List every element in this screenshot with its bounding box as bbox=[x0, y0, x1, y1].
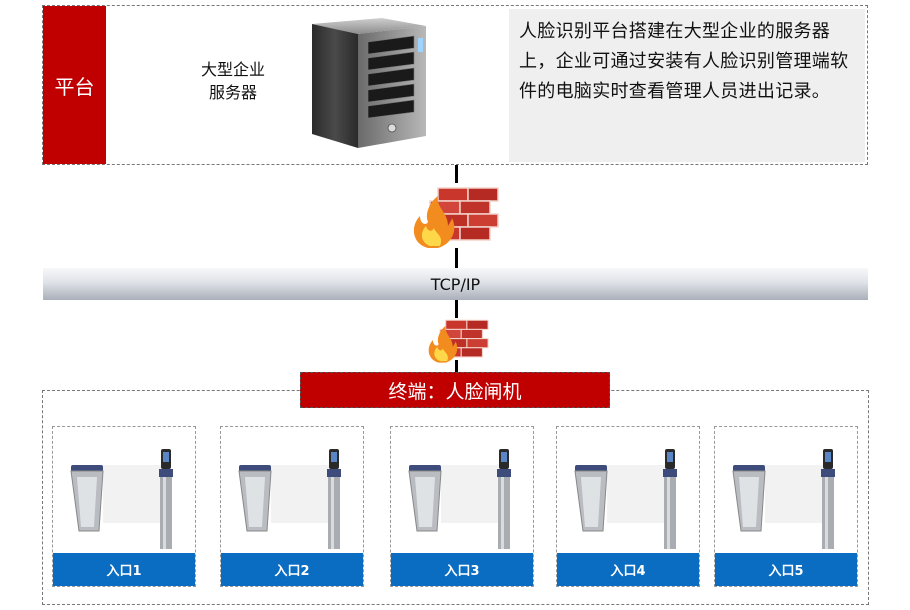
server-caption-line1: 大型企业 bbox=[200, 60, 265, 79]
entrance-card: 入口4 bbox=[556, 426, 700, 587]
terminal-label: 终端：人脸闸机 bbox=[300, 372, 610, 408]
face-gate-icon bbox=[732, 449, 835, 549]
entrance-label: 入口5 bbox=[715, 553, 857, 586]
entrance-card: 入口3 bbox=[390, 426, 534, 587]
connector-line bbox=[455, 248, 458, 268]
face-gate-icon bbox=[408, 449, 511, 549]
entrance-label: 入口2 bbox=[221, 553, 363, 586]
platform-section bbox=[42, 5, 868, 165]
network-band: TCP/IP bbox=[43, 268, 868, 300]
server-caption: 大型企业 服务器 bbox=[183, 58, 283, 104]
entrance-card: 入口5 bbox=[714, 426, 858, 587]
entrance-label: 入口1 bbox=[53, 553, 195, 586]
firewall-icon bbox=[428, 319, 489, 363]
entrance-label: 入口4 bbox=[557, 553, 699, 586]
server-caption-line2: 服务器 bbox=[208, 83, 257, 102]
server-icon bbox=[312, 18, 426, 148]
firewall-icon bbox=[413, 187, 499, 248]
face-gate-icon bbox=[70, 449, 173, 549]
face-gate-icon bbox=[574, 449, 677, 549]
connector-line bbox=[455, 360, 458, 372]
connector-line bbox=[455, 165, 458, 183]
entrance-card: 入口1 bbox=[52, 426, 196, 587]
entrance-label: 入口3 bbox=[391, 553, 533, 586]
entrance-card: 入口2 bbox=[220, 426, 364, 587]
network-label: TCP/IP bbox=[430, 274, 481, 294]
platform-label: 平台 bbox=[43, 6, 106, 164]
platform-description: 人脸识别平台搭建在大型企业的服务器上，企业可通过安装有人脸识别管理端软件的电脑实… bbox=[509, 9, 865, 162]
connector-line bbox=[455, 300, 458, 318]
face-gate-icon bbox=[238, 449, 341, 549]
